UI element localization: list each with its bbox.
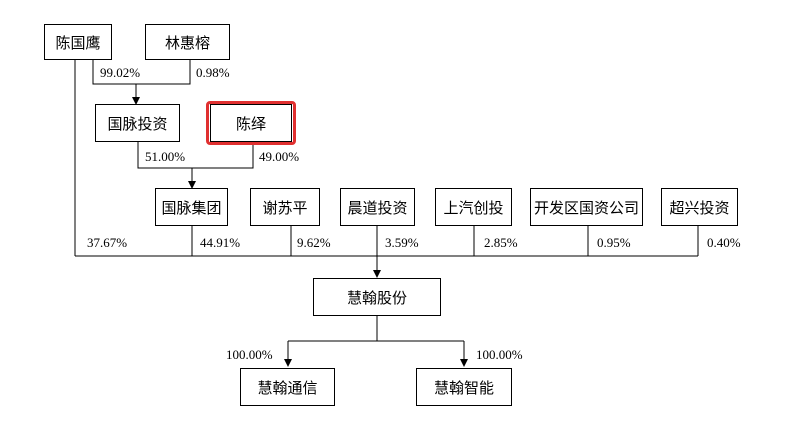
entity-huihan-zhineng: 慧翰智能	[416, 368, 512, 406]
entity-chen-yi: 陈绎	[210, 104, 292, 142]
entity-lin-huirong: 林惠榕	[145, 24, 230, 60]
pct-chen-guoying-to-guomai-touzi: 99.02%	[100, 65, 141, 80]
highlight-frame	[206, 101, 296, 145]
pct-huihan-to-tongxin: 100.00%	[226, 347, 273, 362]
pct-jituan-to-huihan: 44.91%	[200, 235, 241, 250]
entity-chen-guoying: 陈国鹰	[44, 24, 112, 60]
entity-chaoxing-touzi: 超兴投资	[661, 188, 738, 226]
pct-xie-suping-to-huihan: 9.62%	[297, 235, 331, 250]
entity-guomai-jituan: 国脉集团	[155, 188, 228, 226]
entity-xie-suping: 谢苏平	[250, 188, 320, 226]
pct-lin-huirong-to-guomai-touzi: 0.98%	[196, 65, 230, 80]
pct-guomai-touzi-to-jituan: 51.00%	[145, 149, 186, 164]
pct-chaoxing-to-huihan: 0.40%	[707, 235, 741, 250]
entity-shangqi-chuangtou: 上汽创投	[435, 188, 512, 226]
entity-chendao-touzi: 晨道投资	[340, 188, 415, 226]
entity-huihan-gufen: 慧翰股份	[313, 278, 441, 316]
entity-kaifaqu-guozi: 开发区国资公司	[530, 188, 643, 226]
pct-chen-yi-to-jituan: 49.00%	[259, 149, 300, 164]
pct-chen-guoying-to-huihan: 37.67%	[87, 235, 128, 250]
pct-chendao-to-huihan: 3.59%	[385, 235, 419, 250]
pct-huihan-to-zhineng: 100.00%	[476, 347, 523, 362]
pct-shangqi-to-huihan: 2.85%	[484, 235, 518, 250]
pct-kaifaqu-to-huihan: 0.95%	[597, 235, 631, 250]
entity-huihan-tongxin: 慧翰通信	[240, 368, 335, 406]
entity-guomai-touzi: 国脉投资	[95, 104, 180, 142]
